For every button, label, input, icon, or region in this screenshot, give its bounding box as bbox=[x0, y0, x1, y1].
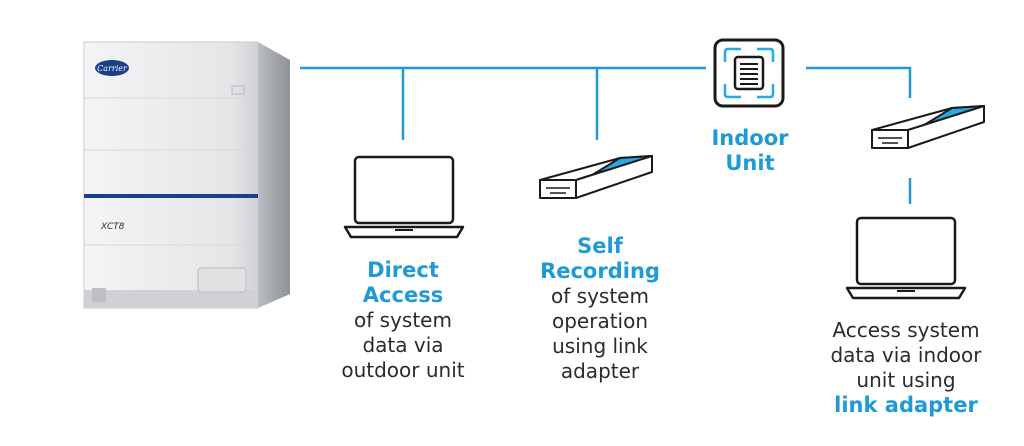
direct-access-line1: of system bbox=[354, 308, 452, 332]
direct-access-line3: outdoor unit bbox=[341, 358, 465, 382]
self-recording-line1: of system bbox=[551, 284, 649, 308]
indoor-access-line3: unit using bbox=[856, 368, 956, 392]
model-text: XCT8 bbox=[100, 222, 125, 232]
self-recording-line3: using link bbox=[552, 334, 648, 358]
self-recording-caption: Self Recording of system operation using… bbox=[520, 234, 680, 384]
self-recording-title: Self bbox=[577, 234, 623, 258]
link-adapter-icon bbox=[539, 155, 653, 199]
outdoor-unit-front bbox=[83, 41, 259, 309]
direct-access-caption: Direct Access of system data via outdoor… bbox=[318, 258, 488, 383]
indoor-unit-caption: Indoor Unit bbox=[690, 126, 810, 176]
blue-stripe bbox=[84, 194, 258, 198]
direct-access-title: Direct bbox=[367, 258, 439, 282]
indoor-access-line1: Access system bbox=[832, 318, 980, 342]
indoor-unit-title-line2: Unit bbox=[725, 151, 775, 175]
indoor-access-line2: data via indoor bbox=[830, 343, 982, 367]
link-adapter-highlight: link adapter bbox=[834, 393, 978, 417]
laptop-icon bbox=[343, 155, 465, 239]
direct-access-line2: data via bbox=[362, 333, 444, 357]
outdoor-unit: Carrier XCT8 bbox=[83, 41, 290, 309]
connection-lines bbox=[300, 66, 912, 204]
indoor-unit-icon bbox=[713, 38, 785, 108]
self-recording-title-line2: Recording bbox=[540, 259, 660, 283]
carrier-logo bbox=[95, 60, 129, 76]
link-adapter-icon bbox=[871, 105, 985, 149]
outdoor-unit-side bbox=[258, 42, 290, 308]
indoor-unit-title: Indoor bbox=[711, 126, 789, 150]
brand-text: Carrier bbox=[97, 64, 128, 73]
direct-access-title-line2: Access bbox=[362, 283, 444, 307]
self-recording-line4: adapter bbox=[560, 359, 640, 383]
indoor-access-caption: Access system data via indoor unit using… bbox=[800, 318, 1012, 418]
laptop-icon bbox=[845, 216, 967, 300]
self-recording-line2: operation bbox=[551, 309, 649, 333]
